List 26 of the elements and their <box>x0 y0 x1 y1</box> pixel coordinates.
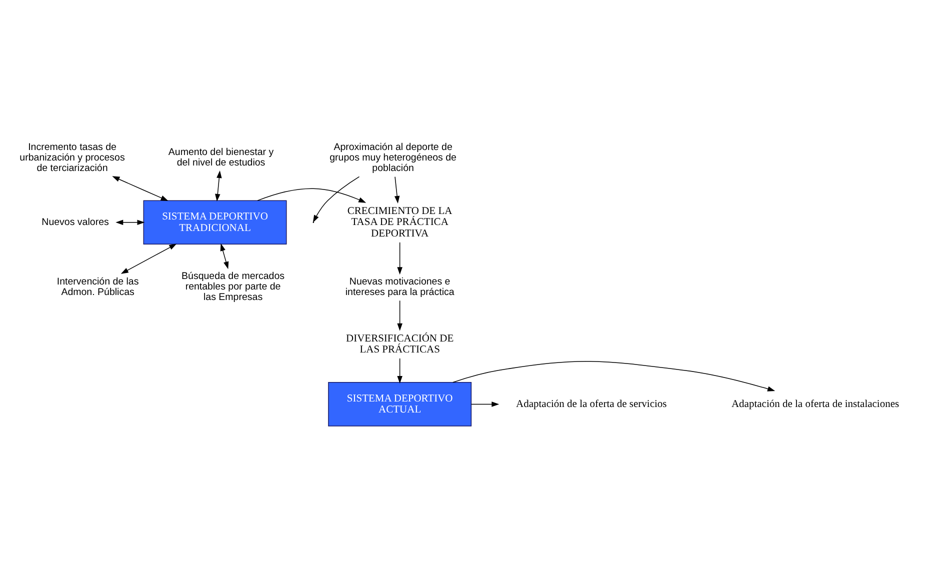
node-text: Nuevas motivaciones e intereses para la práctica <box>345 276 454 298</box>
arrow <box>215 170 222 202</box>
arrow <box>397 358 402 383</box>
arrow <box>397 242 402 274</box>
node-text: Búsqueda de mercados rentables por parte de las Empresas <box>182 270 285 303</box>
node-text: Adaptación de la oferta de servicios <box>516 398 667 410</box>
node-text: DIVERSIFICACIÓN DE LAS PRÁCTICAS <box>346 332 454 356</box>
arrow <box>120 243 177 274</box>
node-text: Incremento tasas de urbanización y procesos de terciarización <box>20 141 125 174</box>
arrow <box>394 176 400 203</box>
node-text: Intervención de las Admon. Públicas <box>56 276 139 298</box>
node-text: Aumento del bienestar y del nivel de estudios <box>168 146 274 168</box>
node-box: SISTEMA DEPORTIVO ACTUAL <box>328 382 472 426</box>
arrow <box>470 401 500 406</box>
arrow <box>220 242 229 269</box>
arrow <box>312 176 360 222</box>
node-text: Adaptación de la oferta de instalaciones <box>731 398 900 410</box>
arrow <box>112 176 168 200</box>
node-text: Aproximación al deporte de grupos muy heterogéneos de población <box>330 141 456 174</box>
node-text: Nuevos valores <box>42 216 109 228</box>
arrow <box>397 300 402 330</box>
node-text: CRECIMIENTO DE LA TASA DE PRÁCTICA DEPORTIVA <box>347 205 452 239</box>
arrow <box>452 360 776 391</box>
arrow <box>257 188 366 202</box>
node-box: SISTEMA DEPORTIVO TRADICIONAL <box>143 200 287 244</box>
arrow <box>116 219 145 225</box>
